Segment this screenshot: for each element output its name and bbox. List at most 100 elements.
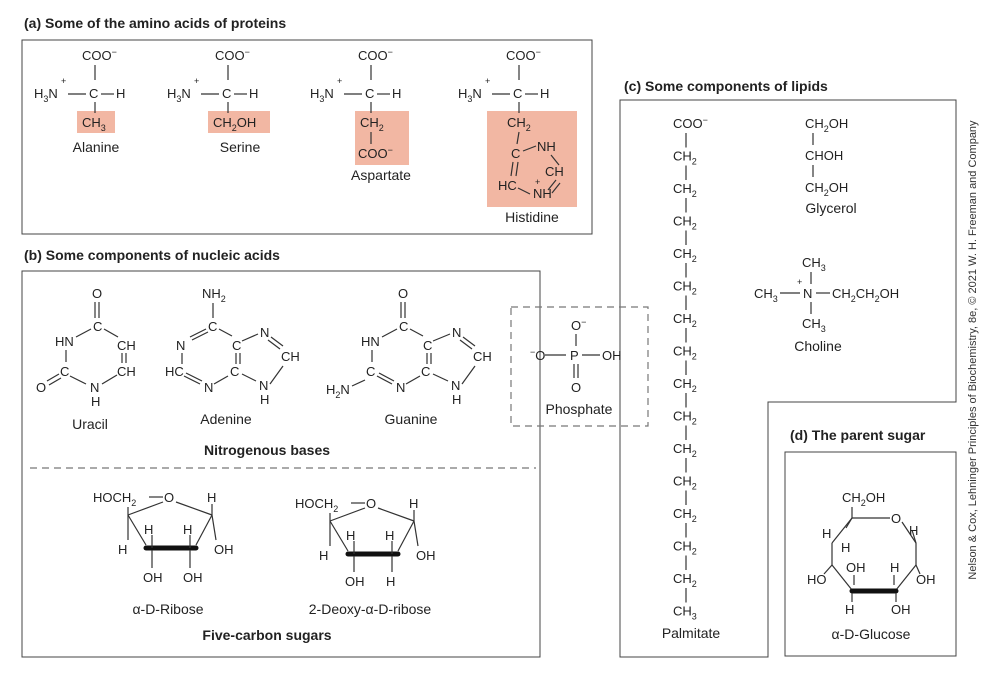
svg-text:OH: OH <box>891 602 911 617</box>
ribose-structure: HOCH2 O H H OH H H OH OH <box>93 490 234 585</box>
svg-text:O: O <box>398 286 408 301</box>
palmitate-unit-12: CH2 <box>673 506 697 524</box>
panel-a-frame <box>21 39 593 235</box>
choline-label: Choline <box>794 338 842 354</box>
svg-text:−O: −O <box>530 347 545 363</box>
svg-text:H: H <box>452 392 461 407</box>
svg-text:H: H <box>841 540 850 555</box>
histidine-sidechain-highlight <box>487 111 577 207</box>
svg-text:HN: HN <box>55 334 74 349</box>
svg-text:C: C <box>60 364 69 379</box>
adenine-structure: NH2 C N C N CH HC N C N H <box>165 286 300 407</box>
aspartate-structure: COO− H3N + C H CH2 COO− <box>310 47 401 161</box>
palmitate-unit-8: CH2 <box>673 376 697 394</box>
svg-text:H: H <box>319 548 328 563</box>
phosphate-label: Phosphate <box>546 401 613 417</box>
svg-text:H3N: H3N <box>458 86 482 104</box>
glycerol-structure: CH2OH CHOH CH2OH <box>805 116 848 198</box>
palmitate-unit-4: CH2 <box>673 246 697 264</box>
svg-text:OH: OH <box>183 570 203 585</box>
svg-text:CH2CH2OH: CH2CH2OH <box>832 286 899 304</box>
svg-text:H: H <box>890 560 899 575</box>
svg-text:H: H <box>91 394 100 409</box>
svg-text:COO−: COO− <box>506 47 541 63</box>
svg-text:C: C <box>513 86 522 101</box>
alanine-label: Alanine <box>73 139 120 155</box>
svg-text:+: + <box>797 277 802 287</box>
svg-text:O: O <box>891 511 901 526</box>
choline-structure: CH3 CH3 + N CH2CH2OH CH3 <box>754 255 899 334</box>
svg-text:CH: CH <box>117 364 136 379</box>
svg-text:H3N: H3N <box>167 86 191 104</box>
svg-text:OH: OH <box>143 570 163 585</box>
svg-text:COO−: COO− <box>358 145 393 161</box>
svg-text:H: H <box>260 392 269 407</box>
copyright-credit: Nelson & Cox, Lehninger Principles of Bi… <box>967 120 979 580</box>
svg-text:OH: OH <box>214 542 234 557</box>
svg-text:NH: NH <box>537 139 556 154</box>
svg-text:HN: HN <box>361 334 380 349</box>
svg-text:CH2OH: CH2OH <box>842 490 885 508</box>
palmitate-unit-2: CH2 <box>673 181 697 199</box>
svg-text:H: H <box>822 526 831 541</box>
svg-text:H: H <box>386 574 395 589</box>
svg-text:H: H <box>409 496 418 511</box>
svg-text:H: H <box>116 86 125 101</box>
svg-text:OH: OH <box>916 572 936 587</box>
svg-text:HO: HO <box>807 572 827 587</box>
svg-text:H: H <box>249 86 258 101</box>
svg-text:C: C <box>222 86 231 101</box>
svg-text:C: C <box>93 319 102 334</box>
svg-text:+: + <box>485 76 490 86</box>
svg-text:H: H <box>385 528 394 543</box>
svg-text:CH: CH <box>545 164 564 179</box>
svg-text:C: C <box>511 146 520 161</box>
panel-b-title: (b) Some components of nucleic acids <box>24 247 280 263</box>
svg-text:HC: HC <box>498 178 517 193</box>
svg-text:+: + <box>61 76 66 86</box>
deoxyribose-structure: HOCH2 O H H OH H H OH H <box>295 496 436 589</box>
glycerol-label: Glycerol <box>805 200 856 216</box>
sugars-group-label: Five-carbon sugars <box>202 627 331 643</box>
svg-text:N: N <box>452 325 461 340</box>
palmitate-unit-14: CH2 <box>673 571 697 589</box>
svg-text:OH: OH <box>846 560 866 575</box>
serine-label: Serine <box>220 139 261 155</box>
panel-d-title: (d) The parent sugar <box>790 427 926 443</box>
svg-text:CH3: CH3 <box>82 115 106 133</box>
palmitate-unit-1: CH2 <box>673 149 697 167</box>
svg-text:C: C <box>208 319 217 334</box>
palmitate-unit-9: CH2 <box>673 409 697 427</box>
palmitate-unit-5: CH2 <box>673 279 697 297</box>
svg-text:N: N <box>396 380 405 395</box>
palmitate-unit-6: CH2 <box>673 311 697 329</box>
svg-text:CH2OH: CH2OH <box>805 180 848 198</box>
panel-c-title: (c) Some components of lipids <box>624 78 828 94</box>
svg-text:C: C <box>365 86 374 101</box>
svg-text:C: C <box>230 364 239 379</box>
svg-text:H: H <box>207 490 216 505</box>
svg-text:H2N: H2N <box>326 382 350 400</box>
svg-text:N: N <box>176 338 185 353</box>
svg-text:H: H <box>144 522 153 537</box>
svg-text:CH2OH: CH2OH <box>805 116 848 134</box>
svg-text:C: C <box>89 86 98 101</box>
svg-text:H: H <box>183 522 192 537</box>
serine-sidechain-highlight <box>208 111 270 133</box>
uracil-structure: O C HN CH CH C O N H <box>36 286 136 409</box>
phosphate-frame <box>510 306 649 427</box>
svg-text:HC: HC <box>165 364 184 379</box>
svg-text:O: O <box>366 496 376 511</box>
adenine-label: Adenine <box>200 411 252 427</box>
glucose-label: α-D-Glucose <box>832 626 911 642</box>
aspartate-sidechain-highlight <box>355 111 409 165</box>
svg-text:HOCH2: HOCH2 <box>93 490 136 508</box>
svg-text:OH: OH <box>602 348 622 363</box>
svg-text:O: O <box>36 380 46 395</box>
svg-text:+: + <box>194 76 199 86</box>
svg-text:N: N <box>803 286 812 301</box>
svg-text:CH3: CH3 <box>754 286 778 304</box>
svg-text:COO−: COO− <box>215 47 250 63</box>
phosphate-structure: O− −O P OH O <box>530 317 622 395</box>
svg-text:H: H <box>118 542 127 557</box>
